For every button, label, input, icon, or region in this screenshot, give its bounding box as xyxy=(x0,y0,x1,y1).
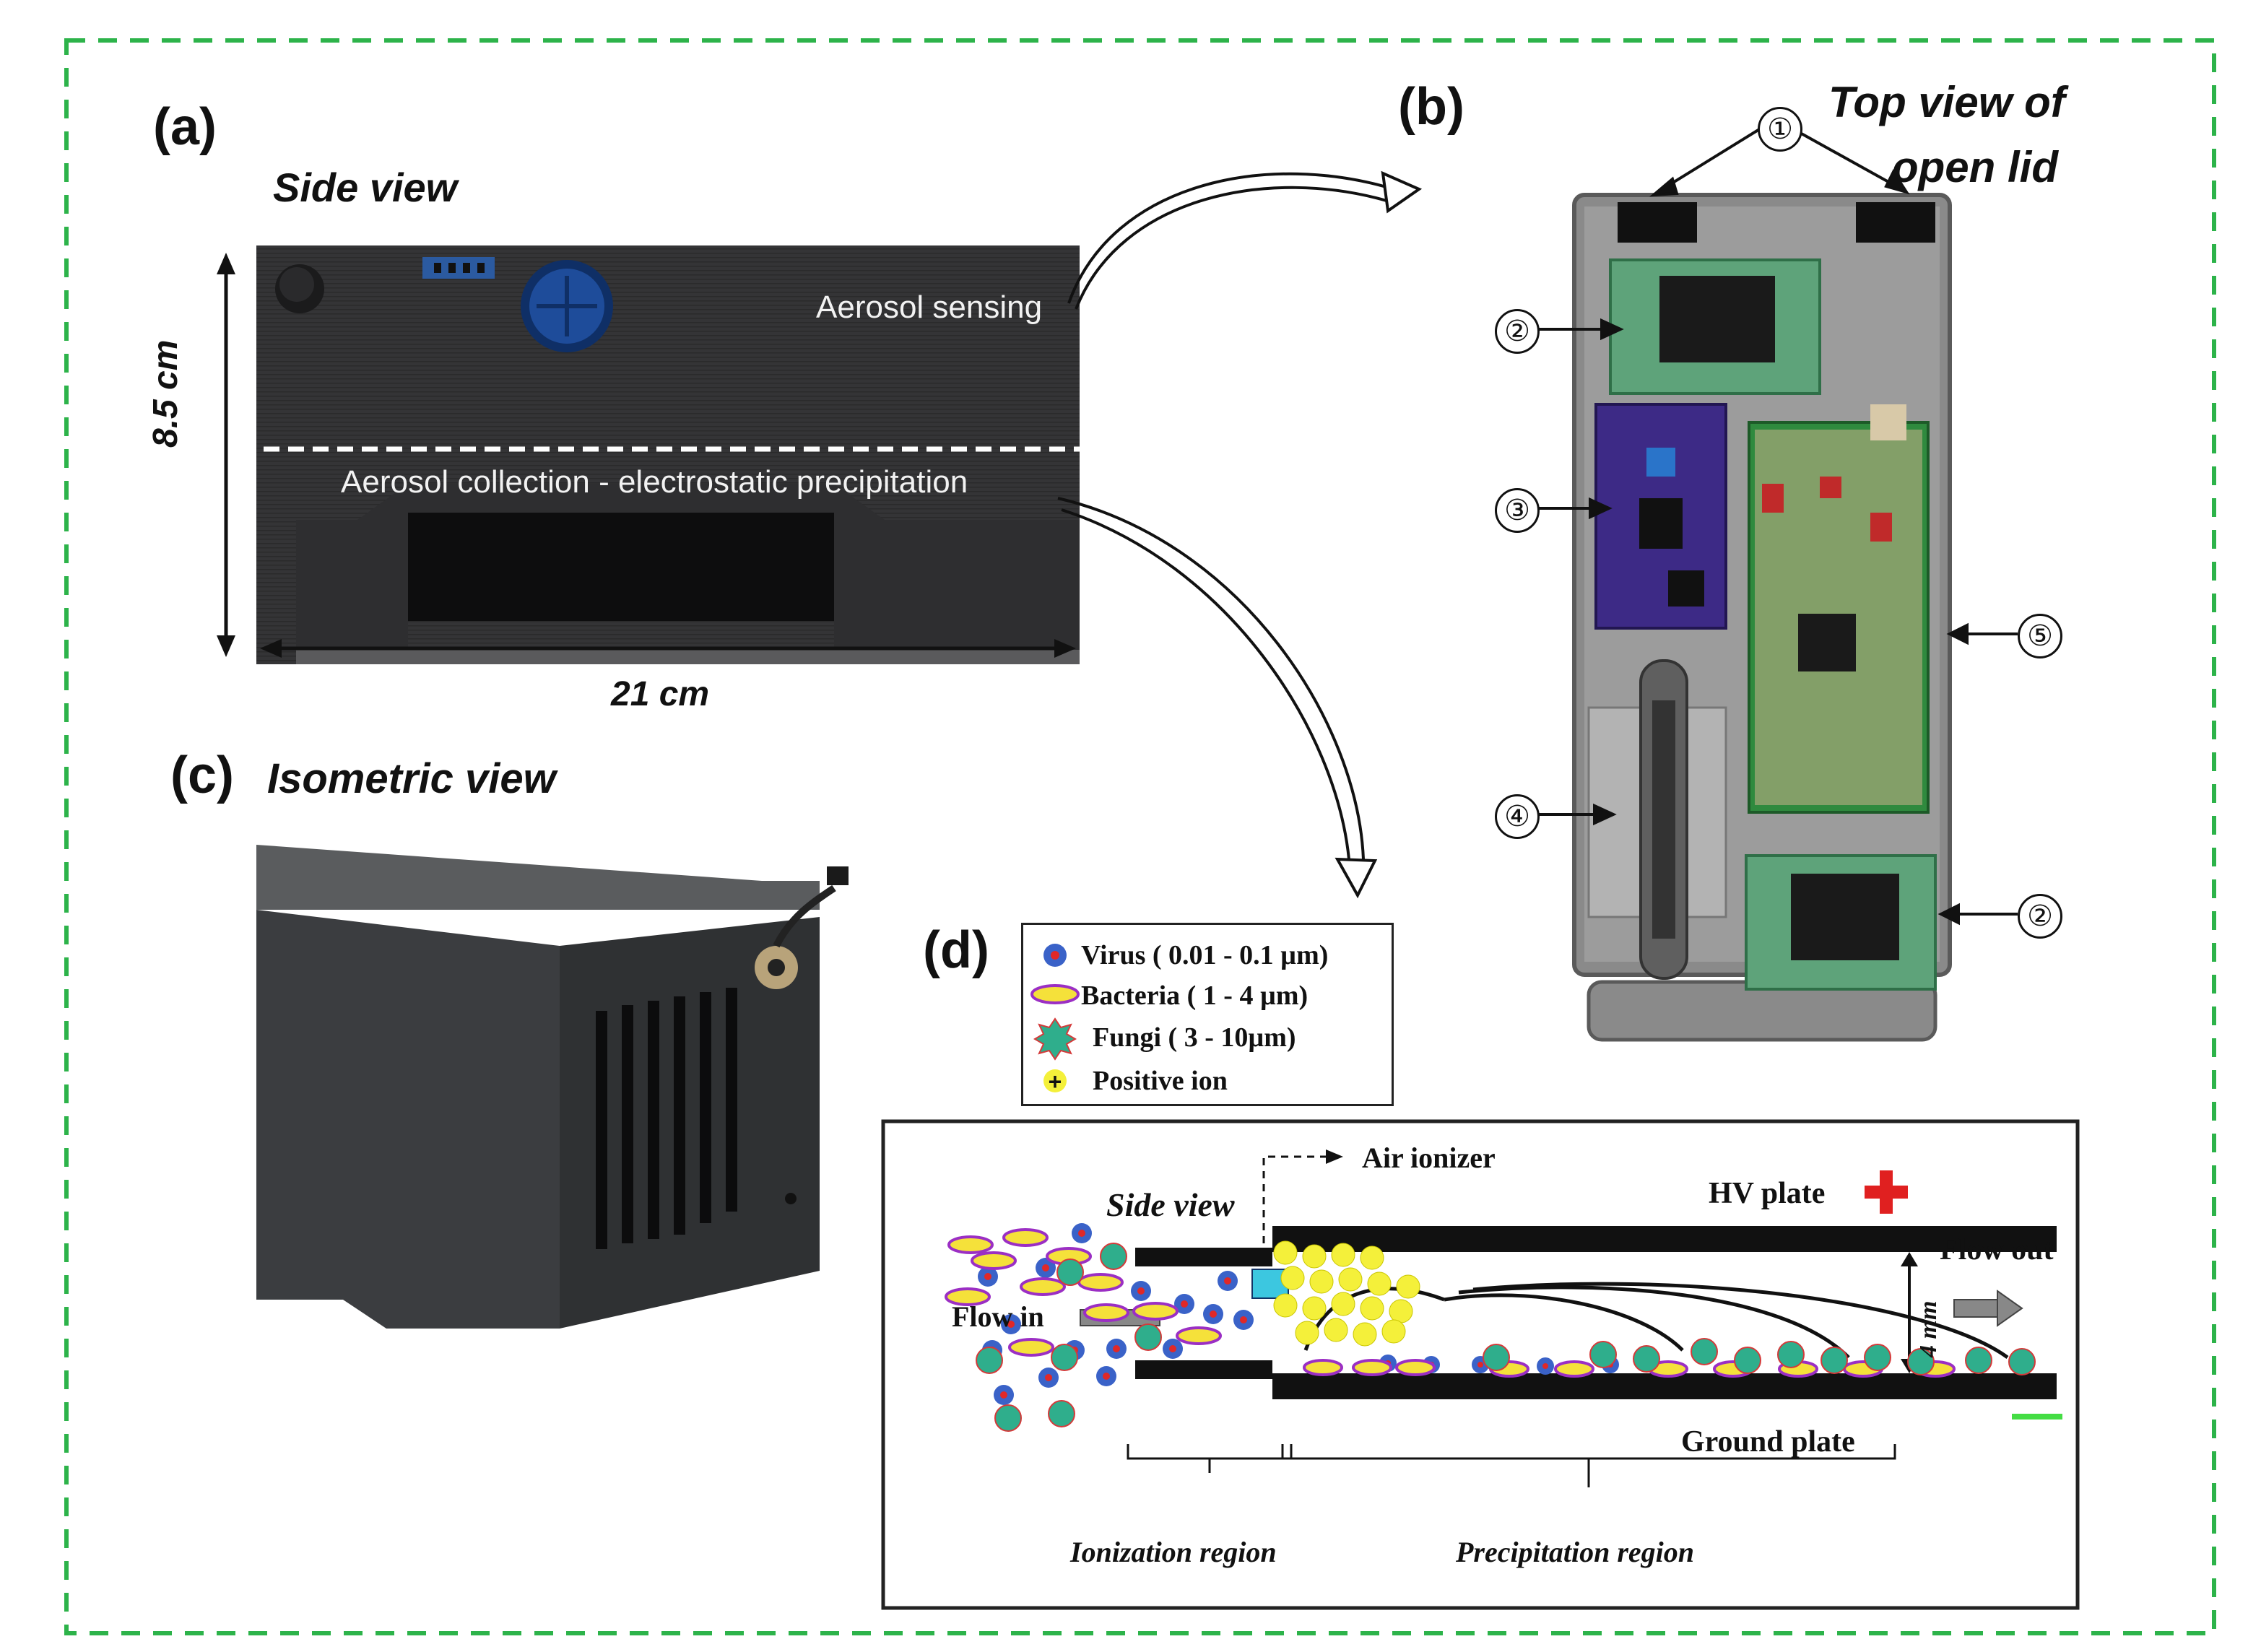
callout-5: ⑤ xyxy=(2018,614,2062,658)
legend-fungi: Fungi ( 3 - 10µm) xyxy=(1093,1022,1296,1053)
air-ionizer-label: Air ionizer xyxy=(1362,1142,1496,1174)
panel-a-letter: (a) xyxy=(153,98,217,156)
width-label: 21 cm xyxy=(611,675,710,713)
callout-2-bottom: ② xyxy=(2018,894,2062,939)
panel-b-view-label-2: open lid xyxy=(1892,143,2058,191)
panel-b-view-label-1: Top view of xyxy=(1828,78,2065,126)
side-view-photo xyxy=(256,245,1080,664)
dimension-arrows xyxy=(217,253,1076,658)
panel-b-letter: (b) xyxy=(1398,78,1464,136)
legend-bacteria: Bacteria ( 1 - 4 µm) xyxy=(1081,981,1309,1011)
precipitation-region-label: Precipitation region xyxy=(1456,1536,1694,1568)
callout-2-top: ② xyxy=(1495,309,1540,354)
panel-c-view-label: Isometric view xyxy=(267,755,556,802)
svg-text:+: + xyxy=(1049,1069,1062,1095)
aerosol-collection-label: Aerosol collection - electrostatic preci… xyxy=(341,464,968,500)
ground-plate-label: Ground plate xyxy=(1681,1425,1855,1458)
legend: + Virus ( 0.01 - 0.1 µm) Bacteria ( 1 - … xyxy=(1021,923,1394,1106)
gap-label: 4 mm xyxy=(1915,1300,1942,1357)
flow-out-label: Flow out xyxy=(1940,1233,2054,1266)
callout-4: ④ xyxy=(1495,794,1540,839)
panel-c-letter: (c) xyxy=(170,747,234,804)
legend-symbols: + xyxy=(1030,944,1080,1095)
particles xyxy=(945,1223,2036,1432)
side-view-label: Side view xyxy=(1106,1186,1235,1223)
legend-positive-ion: Positive ion xyxy=(1093,1066,1228,1096)
callout-3: ③ xyxy=(1495,488,1540,533)
aerosol-sensing-label: Aerosol sensing xyxy=(816,290,1043,325)
panel-d-letter: (d) xyxy=(923,921,989,979)
flow-in-label: Flow in xyxy=(952,1300,1044,1333)
precipitator-schematic xyxy=(881,1119,2080,1610)
hv-plate-label: HV plate xyxy=(1709,1177,1826,1210)
callout-1: ① xyxy=(1758,107,1802,152)
isometric-photo xyxy=(256,838,870,1329)
ionization-region-label: Ionization region xyxy=(1070,1536,1277,1568)
panel-a-view-label: Side view xyxy=(273,165,458,210)
legend-virus: Virus ( 0.01 - 0.1 µm) xyxy=(1081,940,1329,970)
